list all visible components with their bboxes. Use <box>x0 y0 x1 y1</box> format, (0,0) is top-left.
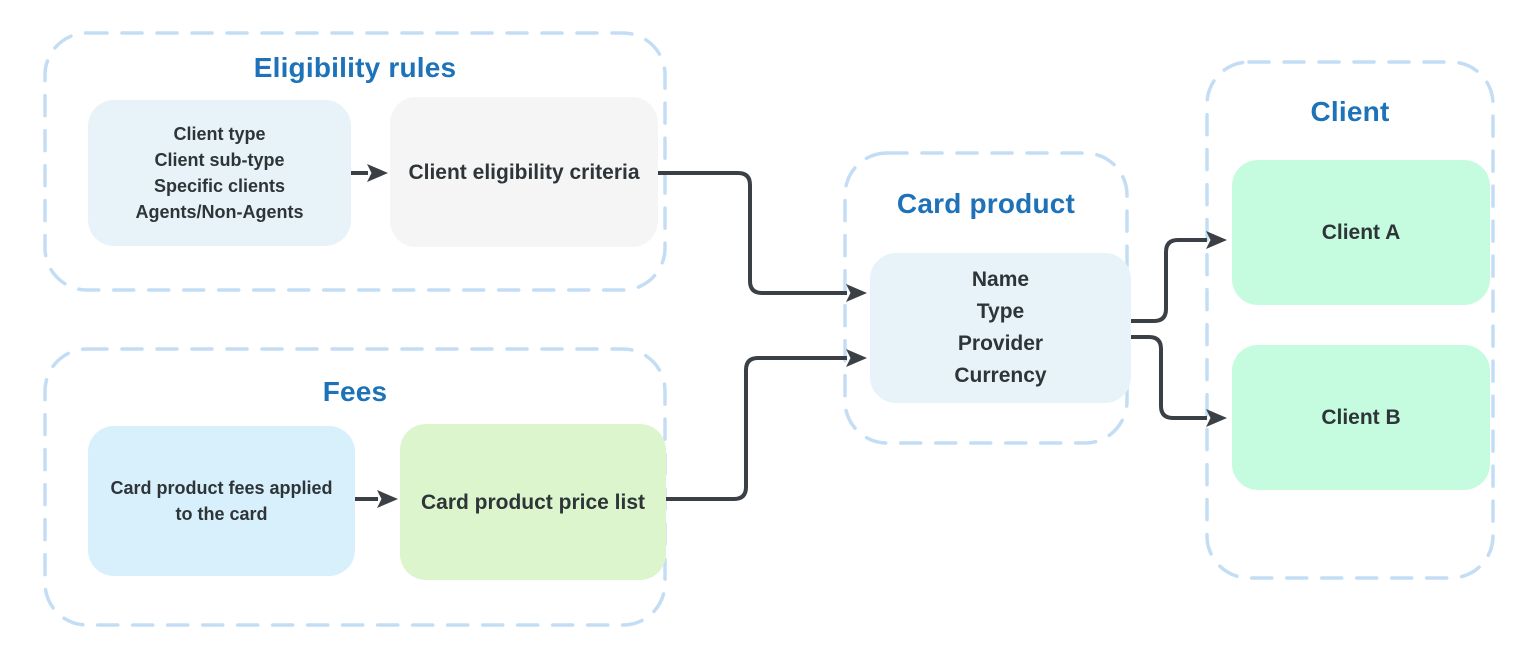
connector-card-product-to-client-a <box>1103 231 1227 323</box>
group-frame-client <box>1205 60 1495 580</box>
node-line: Specific clients <box>153 176 286 196</box>
node-line: Currency <box>954 364 1047 387</box>
connector-pricelist-to-card-product <box>638 349 867 501</box>
node-line: Client type <box>173 124 266 144</box>
node-card-product-price-list: Card product price list <box>400 424 666 580</box>
node-card-product-fees: Card product fees applied to the card <box>88 426 355 576</box>
group-title-card-product: Card product <box>896 188 1076 219</box>
node-client-b: Client B <box>1232 345 1490 490</box>
group-frame-fees <box>43 347 667 627</box>
group-title-eligibility: Eligibility rules <box>253 52 457 83</box>
node-line: Name <box>971 268 1030 291</box>
group-title-client: Client <box>1310 96 1390 127</box>
node-line: Client sub-type <box>154 150 285 170</box>
connector-card-product-to-client-b <box>1103 335 1227 427</box>
group-title-fees: Fees <box>322 376 388 407</box>
node-card-product: Name Type Provider Currency <box>870 253 1131 403</box>
node-eligibility-inputs: Client type Client sub-type Specific cli… <box>88 100 351 246</box>
node-line: Type <box>976 300 1025 323</box>
node-line: Provider <box>957 332 1044 355</box>
node-line: Agents/Non-Agents <box>135 202 304 222</box>
node-client-a: Client A <box>1232 160 1490 305</box>
connector-criteria-to-card-product <box>630 171 867 302</box>
node-client-eligibility-criteria: Client eligibility criteria <box>390 97 658 247</box>
